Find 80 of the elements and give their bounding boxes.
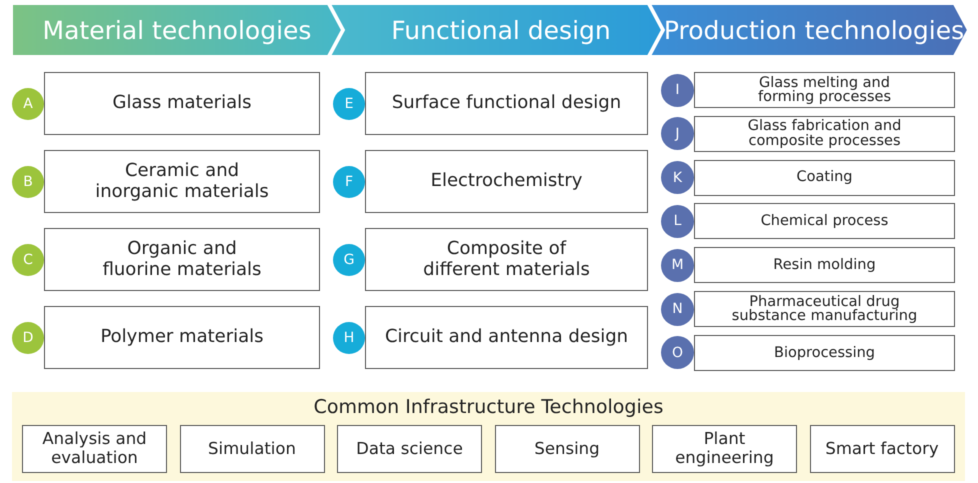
letter-circle (12, 166, 44, 198)
chevron-banner (330, 4, 662, 56)
technology-card (44, 228, 320, 291)
letter-circle (661, 248, 694, 282)
category-letter: N (672, 301, 683, 317)
category-letter: H (344, 330, 354, 346)
technology-card (180, 425, 324, 473)
band-title: Common Infrastructure Technologies (314, 396, 664, 418)
technology-name: Glass melting and forming processes (756, 76, 892, 104)
category-letter: B (23, 174, 33, 190)
technology-card (494, 425, 640, 473)
letter-circle (333, 166, 365, 198)
category-letter: L (674, 213, 682, 230)
technology-card (22, 425, 167, 473)
technology-name: Analysis and evaluation (41, 430, 148, 468)
technology-card (44, 306, 320, 369)
chevron-banner (650, 4, 968, 56)
technology-name: Composite of different materials (422, 238, 591, 280)
letter-circle (333, 244, 365, 276)
letter-circle (661, 74, 694, 106)
technology-name: Glass fabrication and composite processes (746, 119, 902, 148)
technology-card (44, 150, 320, 213)
technology-card (694, 72, 955, 108)
technology-name: Simulation (208, 440, 296, 458)
letter-circle (661, 292, 694, 326)
category-letter: J (675, 126, 680, 142)
section-title: Material technologies (42, 16, 312, 44)
letter-circle (333, 88, 365, 120)
technology-card (365, 150, 648, 213)
technology-name: Circuit and antenna design (384, 327, 628, 348)
technology-name: Pharmaceutical drug substance manufacturing (730, 294, 918, 324)
technology-card (694, 116, 955, 152)
technology-name: Chemical process (760, 214, 888, 229)
technology-card (652, 425, 797, 473)
technology-card (694, 247, 955, 284)
section-title: Production technologies (664, 16, 964, 44)
technology-name: Glass materials (112, 93, 252, 114)
technology-name: Smart factory (825, 440, 939, 458)
technology-name: Bioprocessing (774, 346, 875, 360)
category-letter: F (344, 174, 354, 190)
technology-card (694, 334, 955, 371)
letter-circle (12, 322, 44, 354)
technology-card (694, 160, 955, 196)
technology-name: Organic and fluorine materials (102, 238, 262, 280)
category-letter: I (675, 82, 680, 98)
category-letter: A (23, 96, 33, 112)
letter-circle (12, 88, 44, 120)
technology-name: Sensing (534, 440, 600, 458)
infrastructure-band (12, 392, 965, 481)
technology-name: Surface functional design (392, 93, 622, 114)
technology-card (694, 291, 955, 327)
technology-name: Coating (796, 170, 852, 185)
category-letter: G (344, 252, 354, 268)
technology-card (365, 72, 648, 135)
category-letter: K (672, 170, 682, 186)
technology-name: Ceramic and inorganic materials (94, 160, 270, 202)
chevron-banner (12, 4, 342, 56)
category-letter: C (23, 252, 33, 268)
letter-circle (333, 322, 365, 354)
technology-name: Plant engineering (674, 430, 775, 468)
technology-name: Polymer materials (100, 327, 264, 348)
category-letter: E (344, 96, 354, 112)
letter-circle (661, 117, 694, 150)
technology-card (365, 306, 648, 369)
technology-card (694, 203, 955, 240)
category-letter: M (671, 257, 684, 274)
technology-card (365, 228, 648, 291)
section-title: Functional design (391, 16, 611, 44)
technology-name: Resin molding (773, 258, 876, 272)
technology-name: Electrochemistry (430, 171, 582, 192)
technology-card (337, 425, 482, 473)
technology-card (810, 425, 954, 473)
letter-circle (661, 161, 694, 194)
letter-circle (12, 244, 44, 276)
category-letter: O (672, 344, 684, 361)
category-letter: D (22, 330, 34, 346)
letter-circle (661, 336, 694, 370)
letter-circle (661, 204, 694, 238)
technology-card (44, 72, 320, 135)
technology-name: Data science (356, 440, 463, 458)
